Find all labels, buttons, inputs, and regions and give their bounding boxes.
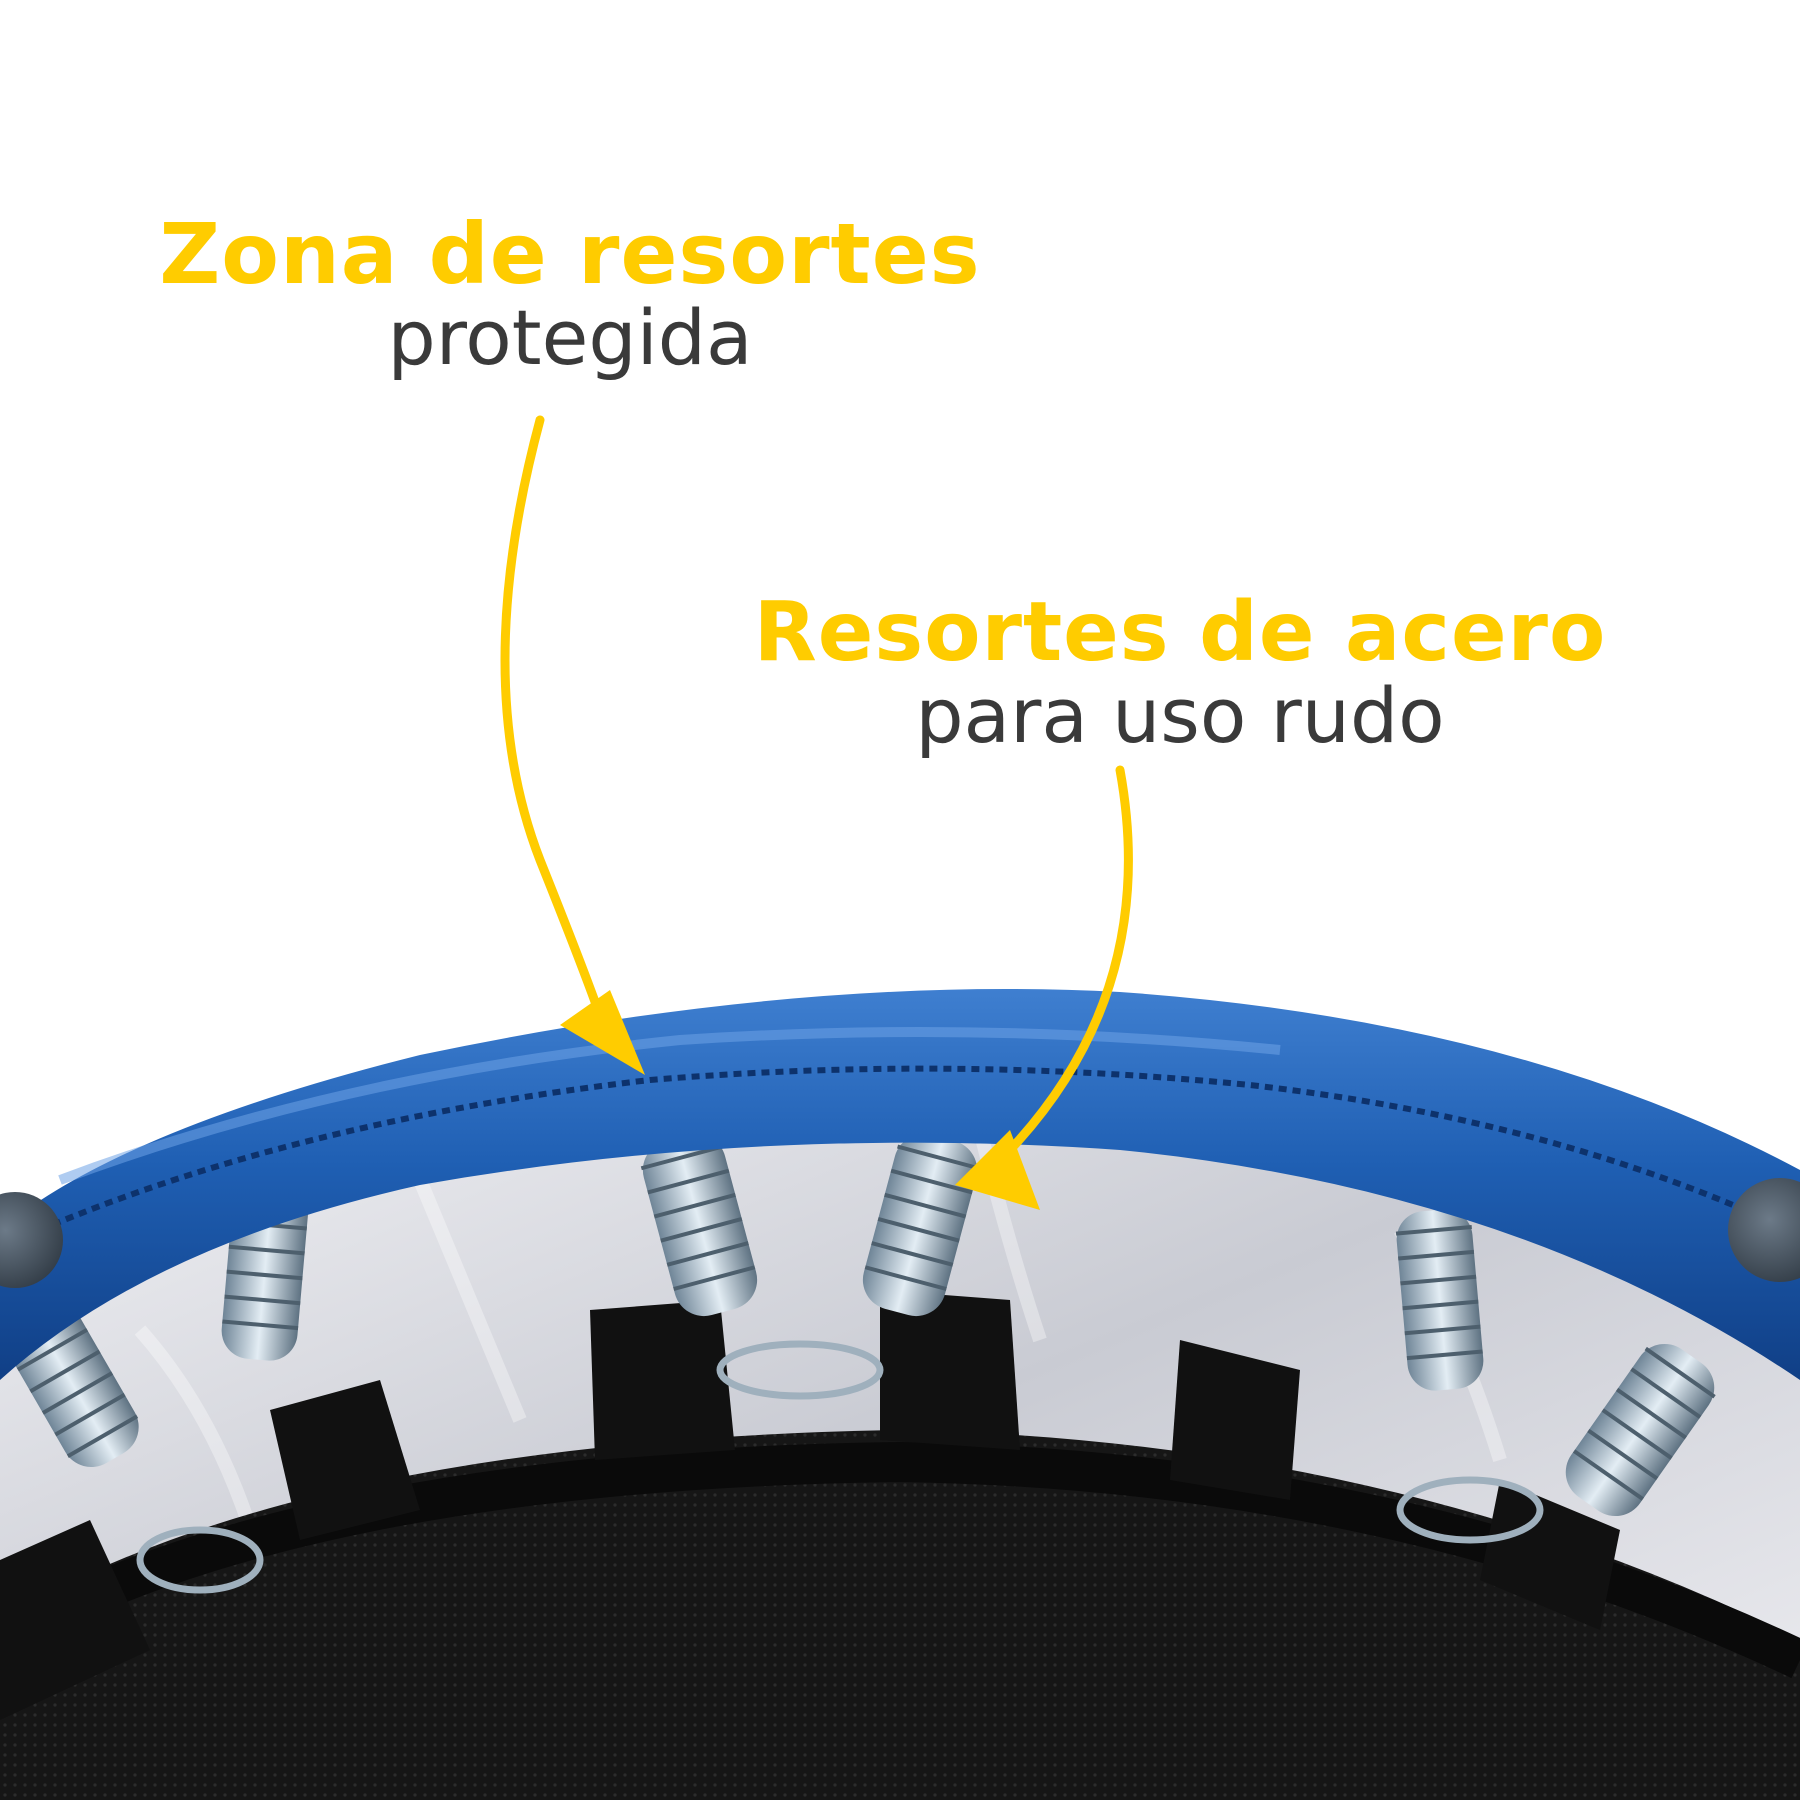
arrow-to-pad xyxy=(500,415,603,1015)
safety-pad xyxy=(0,989,1800,1380)
arrow-to-springs-head xyxy=(955,1130,1040,1210)
callout-protected-spring-zone: Zona de resortes protegida xyxy=(120,212,1020,376)
leg-cap-right xyxy=(1728,1178,1800,1282)
jumping-mat xyxy=(0,1290,1800,1800)
callout-top-headline: Zona de resortes xyxy=(159,205,981,303)
arrow-to-pad-head xyxy=(560,990,645,1075)
steel-springs xyxy=(4,1133,1716,1594)
callout-top-subline: protegida xyxy=(387,293,753,382)
leg-cap-left xyxy=(0,1192,63,1288)
callout-steel-springs: Resortes de acero para uso rudo xyxy=(740,592,1620,754)
arrow-to-springs xyxy=(1005,765,1133,1155)
callout-right-subline: para uso rudo xyxy=(915,671,1445,760)
callout-right-headline: Resortes de acero xyxy=(753,585,1607,680)
